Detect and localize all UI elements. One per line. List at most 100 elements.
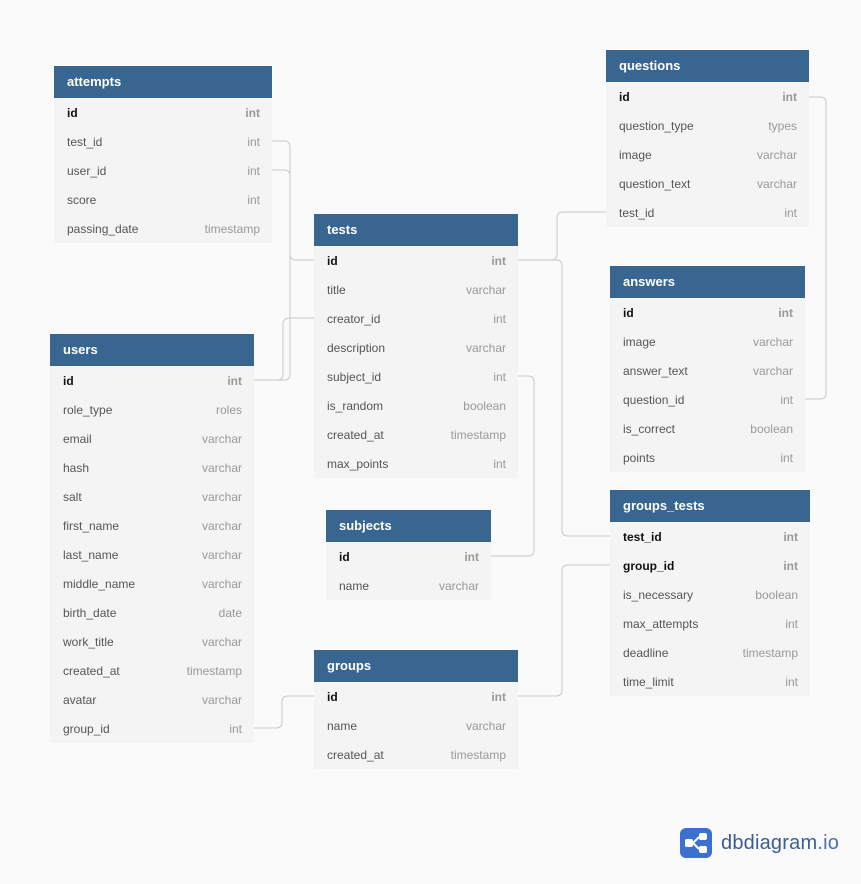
column-type: int: [247, 134, 260, 149]
column-type: timestamp: [204, 221, 260, 236]
table-column-row[interactable]: email varchar: [50, 424, 254, 453]
table-header[interactable]: users: [50, 334, 254, 366]
table-column-row[interactable]: test_id int: [54, 127, 272, 156]
table-column-row[interactable]: test_id int: [610, 522, 810, 551]
column-name: test_id: [619, 205, 655, 220]
column-name: test_id: [623, 529, 662, 544]
column-name: avatar: [63, 692, 97, 707]
column-name: test_id: [67, 134, 103, 149]
column-type: varchar: [756, 147, 797, 162]
column-type: int: [493, 369, 506, 384]
relation-line-tests-creator-id: [254, 317, 314, 381]
column-type: int: [227, 373, 242, 388]
table-header[interactable]: subjects: [326, 510, 491, 542]
table-column-row[interactable]: avatar varchar: [50, 685, 254, 714]
column-type: int: [782, 89, 797, 104]
column-name: image: [623, 334, 656, 349]
column-type: varchar: [465, 340, 506, 355]
column-type: int: [783, 529, 798, 544]
column-name: description: [327, 340, 386, 355]
column-name: first_name: [63, 518, 120, 533]
column-type: int: [493, 456, 506, 471]
table-header[interactable]: tests: [314, 214, 518, 246]
column-name: user_id: [67, 163, 107, 178]
column-name: middle_name: [63, 576, 136, 591]
column-name: is_correct: [623, 421, 676, 436]
column-type: date: [218, 605, 242, 620]
column-name: question_id: [623, 392, 685, 407]
column-type: int: [491, 253, 506, 268]
brand-name: dbdiagram.io: [721, 831, 840, 854]
table-header[interactable]: groups_tests: [610, 490, 810, 522]
column-type: int: [780, 450, 793, 465]
brand-logo[interactable]: dbdiagram.io: [680, 828, 839, 858]
column-type: varchar: [201, 692, 242, 707]
table-header[interactable]: questions: [606, 50, 809, 82]
table-column-row[interactable]: description varchar: [314, 333, 518, 362]
table-header[interactable]: groups: [314, 650, 518, 682]
relation-line-attempts-test-id: [272, 140, 314, 261]
column-type: varchar: [201, 547, 242, 562]
column-type: timestamp: [186, 663, 242, 678]
table-column-row[interactable]: passing_date timestamp: [54, 214, 272, 243]
table-header[interactable]: answers: [610, 266, 805, 298]
table-header[interactable]: attempts: [54, 66, 272, 98]
column-name: id: [327, 689, 338, 704]
column-type: varchar: [201, 431, 242, 446]
column-name: passing_date: [67, 221, 139, 236]
column-name: email: [63, 431, 92, 446]
column-name: hash: [63, 460, 90, 475]
